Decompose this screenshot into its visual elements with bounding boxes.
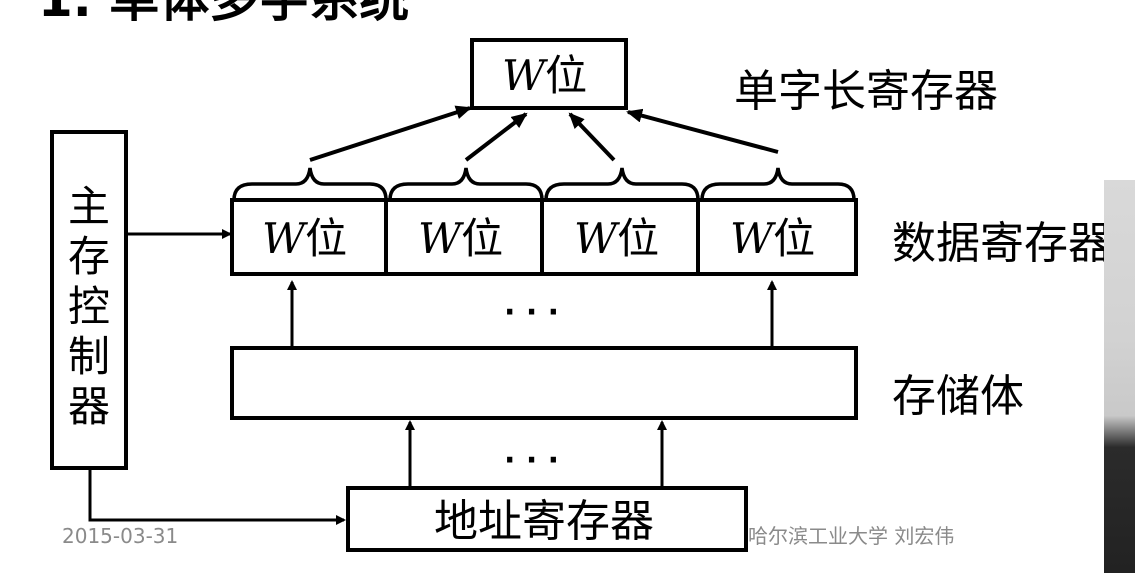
address-register-label: 地址寄存器 bbox=[434, 496, 654, 547]
arrow-brace3-to-wreg bbox=[568, 112, 616, 162]
data-register-divider-2 bbox=[540, 198, 544, 276]
arrow-controller-to-address-register bbox=[88, 470, 346, 525]
address-register-box bbox=[346, 486, 748, 552]
data-register-cell-3: W位 bbox=[574, 218, 659, 260]
data-register-cell-4: W位 bbox=[730, 218, 815, 260]
single-word-register-box bbox=[470, 38, 628, 110]
data-register-box bbox=[230, 198, 858, 276]
data-register-cell-2: W位 bbox=[418, 218, 503, 260]
data-register-divider-1 bbox=[384, 198, 388, 276]
memory-body-box bbox=[230, 346, 858, 420]
w-symbol: W bbox=[730, 214, 774, 263]
arrow-brace4-to-wreg bbox=[626, 108, 779, 154]
arrow-brace1-to-wreg bbox=[309, 105, 472, 162]
brace-4 bbox=[700, 167, 856, 201]
main-memory-controller-label: 主存控制器 bbox=[67, 182, 110, 431]
single-word-register-label: 单字长寄存器 bbox=[734, 66, 998, 117]
footer-date: 2015-03-31 bbox=[62, 524, 179, 548]
main-memory-controller-box bbox=[50, 130, 128, 470]
w-symbol: W bbox=[418, 214, 462, 263]
bit-unit: 位 bbox=[305, 214, 348, 263]
bit-unit: 位 bbox=[461, 214, 504, 263]
arrow-brace2-to-wreg bbox=[464, 112, 528, 162]
brace-1 bbox=[232, 167, 388, 201]
video-overlay-strip bbox=[1104, 180, 1135, 573]
data-register-cell-1: W位 bbox=[262, 218, 347, 260]
w-symbol: W bbox=[262, 214, 306, 263]
single-word-register-cell: W位 bbox=[502, 55, 587, 97]
data-register-label: 数据寄存器 bbox=[892, 218, 1112, 269]
brace-3 bbox=[544, 167, 700, 201]
brace-2 bbox=[388, 167, 544, 201]
brace-group bbox=[232, 167, 856, 201]
ellipsis-lower: · · · bbox=[504, 443, 560, 478]
slide-title: 1. 单体多字系统 bbox=[38, 0, 409, 24]
bit-unit: 位 bbox=[617, 214, 660, 263]
bit-unit: 位 bbox=[545, 51, 588, 100]
footer-credit: 哈尔滨工业大学 刘宏伟 bbox=[748, 524, 955, 548]
w-symbol: W bbox=[574, 214, 618, 263]
memory-body-label: 存储体 bbox=[892, 371, 1024, 422]
w-symbol: W bbox=[502, 51, 546, 100]
data-register-divider-3 bbox=[696, 198, 700, 276]
ellipsis-upper: · · · bbox=[504, 295, 560, 330]
bit-unit: 位 bbox=[773, 214, 816, 263]
